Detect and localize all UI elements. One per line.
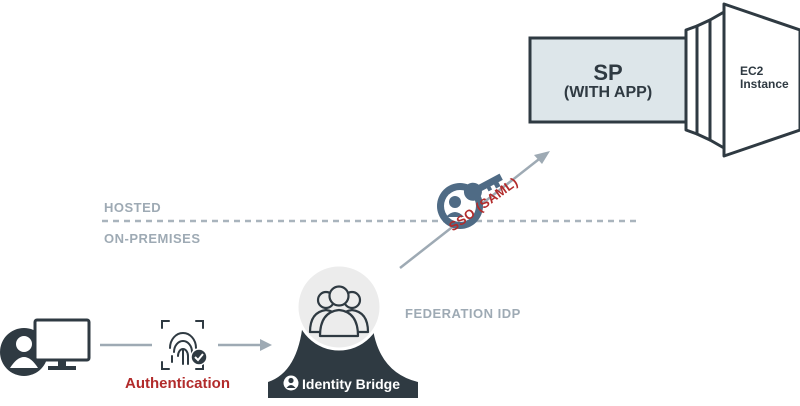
on-premises-label: ON-PREMISES xyxy=(104,231,201,246)
fingerprint-icon xyxy=(161,320,204,370)
identity-bridge-label: Identity Bridge xyxy=(302,376,401,392)
ec2-label-line2: Instance xyxy=(740,77,789,91)
key-icon xyxy=(437,173,503,229)
federation-idp-label: FEDERATION IDP xyxy=(405,306,521,321)
identity-bridge-shape xyxy=(268,322,418,398)
auth-arrow-icon xyxy=(218,339,272,351)
users-group-icon xyxy=(308,285,370,338)
ec2-instance-icon xyxy=(684,2,800,158)
sp-title: SP xyxy=(593,60,623,85)
ec2-label-line1: EC2 xyxy=(740,64,764,78)
identity-user-icon xyxy=(283,375,299,391)
check-icon xyxy=(190,348,208,366)
monitor-icon xyxy=(33,318,91,370)
authentication-label: Authentication xyxy=(125,375,230,392)
sp-subtitle: (WITH APP) xyxy=(563,84,653,101)
sp-box xyxy=(528,36,688,124)
hosted-label: HOSTED xyxy=(104,200,162,215)
